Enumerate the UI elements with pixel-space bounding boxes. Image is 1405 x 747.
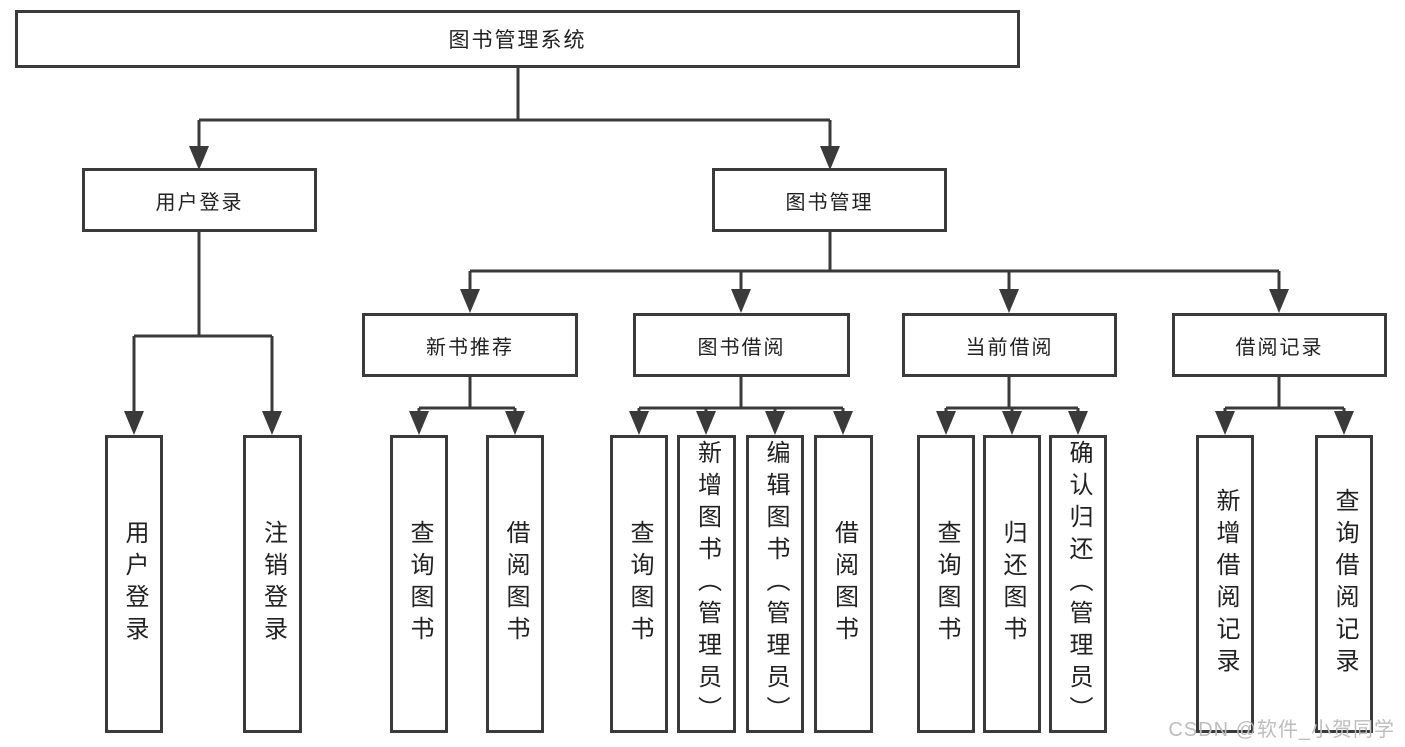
leaf-query-books-3: 查询图书 <box>917 435 975 733</box>
leaf-query-borrow-record: 查询借阅记录 <box>1315 435 1373 733</box>
leaf-query-books-1: 查询图书 <box>390 435 448 733</box>
leaf-query-borrow-record-label: 查询借阅记录 <box>1331 488 1358 680</box>
node-current-borrowing-label: 当前借阅 <box>965 336 1054 359</box>
leaf-return-books-label: 归还图书 <box>999 520 1026 648</box>
leaf-borrow-books-2: 借阅图书 <box>814 435 873 733</box>
leaf-logout-label: 注销登录 <box>259 520 287 648</box>
leaf-confirm-return-admin-label: 确认归还（管理员） <box>1065 440 1092 728</box>
leaf-logout: 注销登录 <box>243 435 302 733</box>
leaf-edit-books-admin-label: 编辑图书（管理员） <box>762 440 789 728</box>
csdn-watermark: CSDN @软件_小贺同学 <box>1168 719 1395 741</box>
leaf-add-borrow-record: 新增借阅记录 <box>1196 435 1254 733</box>
leaf-borrow-books-1-label: 借阅图书 <box>502 520 529 648</box>
leaf-query-books-1-label: 查询图书 <box>406 520 433 648</box>
leaf-user-login: 用户登录 <box>105 435 163 733</box>
node-book-borrowing: 图书借阅 <box>633 313 850 377</box>
node-book-management: 图书管理 <box>712 168 947 232</box>
leaf-user-login-label: 用户登录 <box>121 520 148 648</box>
node-book-borrowing-label: 图书借阅 <box>697 336 786 359</box>
leaf-borrow-books-2-label: 借阅图书 <box>830 520 858 648</box>
node-new-book-recommendation-label: 新书推荐 <box>426 336 514 359</box>
arrowhead-group <box>124 146 1354 435</box>
leaf-query-books-2: 查询图书 <box>610 435 668 733</box>
leaf-return-books: 归还图书 <box>983 435 1041 733</box>
node-user-login-label: 用户登录 <box>155 191 244 214</box>
node-library-system: 图书管理系统 <box>15 10 1020 68</box>
node-book-management-label: 图书管理 <box>785 191 874 214</box>
node-borrowing-records: 借阅记录 <box>1172 313 1387 377</box>
leaf-edit-books-admin: 编辑图书（管理员） <box>746 435 804 733</box>
node-current-borrowing: 当前借阅 <box>902 313 1117 377</box>
node-new-book-recommendation: 新书推荐 <box>362 313 578 377</box>
leaf-add-books-admin-label: 新增图书（管理员） <box>693 440 721 728</box>
leaf-add-borrow-record-label: 新增借阅记录 <box>1212 488 1239 680</box>
leaf-confirm-return-admin: 确认归还（管理员） <box>1049 435 1107 733</box>
leaf-add-books-admin: 新增图书（管理员） <box>677 435 736 733</box>
node-library-system-label: 图书管理系统 <box>448 29 587 52</box>
leaf-query-books-2-label: 查询图书 <box>626 520 653 648</box>
leaf-borrow-books-1: 借阅图书 <box>486 435 544 733</box>
leaf-query-books-3-label: 查询图书 <box>933 520 960 648</box>
node-borrowing-records-label: 借阅记录 <box>1235 336 1324 359</box>
node-user-login: 用户登录 <box>82 168 317 232</box>
